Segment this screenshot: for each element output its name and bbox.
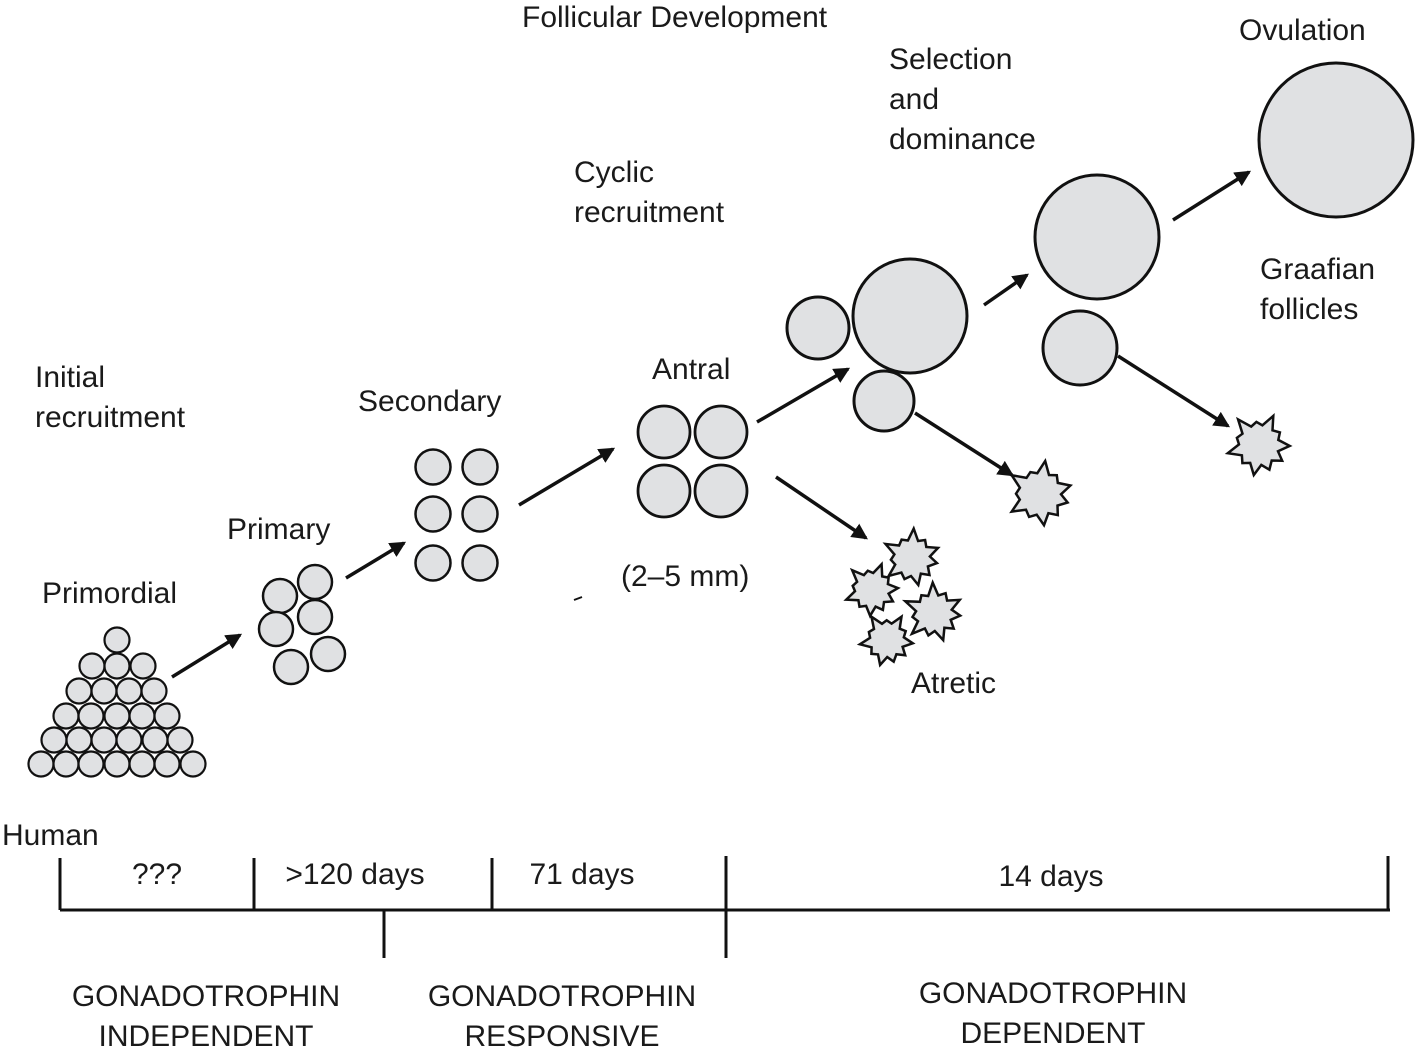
antral-follicle [636,404,692,460]
antral-follicle [693,463,749,519]
primordial-follicle [40,726,68,754]
label-antral-size: (2–5 mm) [621,560,750,593]
progression-arrow [756,367,851,424]
label-primary: Primary [227,513,331,546]
atretic-follicle [843,561,901,619]
primordial-follicle [90,677,118,705]
label-selection-dominance: Selection and dominance [889,43,1036,156]
primordial-follicle-pyramid [27,626,207,778]
phase-label-independent: GONADOTROPHIN INDEPENDENT [71,980,341,1053]
primordial-follicle [179,750,207,778]
primordial-follicle [27,750,55,778]
primary-follicle-cluster [257,563,347,686]
atretic-follicle [1224,413,1293,478]
primordial-follicle [90,726,118,754]
stray-mark [573,596,583,601]
primary-follicle [309,635,347,673]
antral-follicle [636,463,692,519]
recruited-follicle [785,295,851,361]
recruited-follicle [852,369,916,433]
secondary-follicle [414,448,452,486]
dominant-follicle-pair [1033,173,1161,387]
primary-follicle [296,598,334,636]
primordial-follicle [128,702,156,730]
atretic-follicles [843,413,1293,668]
primordial-follicle [153,702,181,730]
label-antral: Antral [652,353,731,386]
antral-follicle-cluster [636,404,749,519]
phase-label-responsive: GONADOTROPHIN RESPONSIVE [427,980,697,1053]
label-graafian-follicles: Graafian follicles [1260,253,1376,326]
timeline-segment-label: >120 days [285,858,425,891]
progression-arrow [982,273,1029,307]
subordinate-follicle [1041,309,1119,387]
primordial-follicle [65,726,93,754]
ovulatory-follicle [1257,61,1415,219]
recruited-follicle-cluster [785,257,969,433]
recruited-follicle [851,257,969,375]
antral-follicle [693,404,749,460]
primordial-follicle [103,652,131,680]
primordial-follicle [129,652,157,680]
primordial-follicle [77,750,105,778]
primordial-follicle [103,626,131,654]
primordial-follicle [128,750,156,778]
primordial-follicle [115,726,143,754]
phase-label-dependent: GONADOTROPHIN DEPENDENT [918,977,1188,1050]
progression-arrow [345,541,407,580]
primordial-follicle [78,652,106,680]
label-ovulation: Ovulation [1239,14,1366,47]
secondary-follicle [461,544,499,582]
progression-arrow [518,447,616,507]
progression-arrow [775,475,868,540]
progression-arrow [171,633,243,679]
diagram-title: Follicular Development [522,1,828,34]
primary-follicle [261,577,299,615]
label-atretic: Atretic [911,667,997,700]
timeline-segment-label: 14 days [998,860,1104,893]
primordial-follicle [52,702,80,730]
atretic-follicle [1009,457,1074,528]
primordial-follicle [115,677,143,705]
primary-follicle [272,648,310,686]
secondary-follicle [461,448,499,486]
secondary-follicle [461,495,499,533]
label-species: Human [2,819,99,852]
label-initial-recruitment: Initial recruitment [35,361,186,434]
primordial-follicle [141,726,169,754]
secondary-follicle [414,495,452,533]
progression-arrow [914,411,1015,477]
dominant-follicle [1033,173,1161,301]
progression-arrow [1117,354,1231,428]
secondary-follicle-cluster [414,448,499,582]
primordial-follicle [103,750,131,778]
label-cyclic-recruitment: Cyclic recruitment [574,156,725,229]
timeline-segment-label: 71 days [529,858,635,891]
label-primordial: Primordial [42,577,178,610]
label-secondary: Secondary [358,385,502,418]
primordial-follicle [65,677,93,705]
progression-arrow [1172,170,1252,222]
atretic-follicle [882,525,941,588]
ovulatory-follicle [1257,61,1415,219]
secondary-follicle [414,544,452,582]
primordial-follicle [166,726,194,754]
primary-follicle [296,563,334,601]
atretic-follicle [901,579,963,643]
primordial-follicle [153,750,181,778]
primordial-follicle [140,677,168,705]
primordial-follicle [52,750,80,778]
atretic-follicle [856,613,916,668]
primary-follicle [257,610,295,648]
primordial-follicle [103,702,131,730]
timeline [58,856,1390,958]
primordial-follicle [77,702,105,730]
timeline-segment-label: ??? [131,858,183,891]
progression-arrows [171,170,1252,679]
